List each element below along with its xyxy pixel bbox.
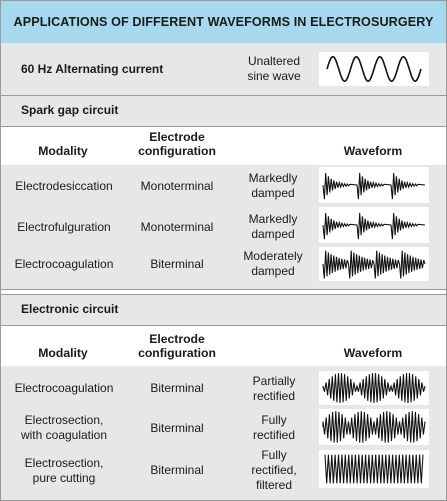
elec-electrode-header-1: Electrode — [149, 332, 205, 346]
elec-row3-desc-3: filtered — [255, 478, 293, 492]
spark-row2-desc-2: damped — [251, 227, 295, 241]
electronic-section — [1, 295, 446, 325]
spark-modality-header: Modality — [38, 144, 88, 158]
ac-desc-line1: Unaltered — [247, 54, 301, 68]
spark-gap-section — [1, 96, 446, 126]
moderately-damped-waveform-icon — [319, 247, 429, 281]
elec-row3-modality-2: pure cutting — [32, 471, 96, 485]
table-title: APPLICATIONS OF DIFFERENT WAVEFORMS IN E… — [1, 1, 446, 43]
electronic-headers — [1, 326, 446, 366]
ac-desc-line2: sine wave — [247, 69, 301, 83]
elec-row1-modality: Electrocoagulation — [14, 381, 114, 395]
elec-electrode-header-2: configuration — [138, 346, 216, 360]
elec-modality-header: Modality — [38, 346, 88, 360]
spark-electrode-header-2: configuration — [138, 144, 216, 158]
electronic-label: Electronic circuit — [21, 302, 119, 316]
spark-gap-headers — [1, 127, 446, 165]
partially-rectified-waveform-icon — [319, 371, 429, 405]
elec-row1-desc-1: Partially — [252, 374, 296, 388]
sine-waveform-icon — [319, 52, 429, 86]
spark-row3-modality: Electrocoagulation — [14, 257, 114, 271]
elec-row2-modality-2: with coagulation — [20, 428, 108, 442]
markedly-damped-waveform-icon — [319, 207, 429, 243]
spark-row1-desc-2: damped — [251, 186, 295, 200]
spark-row2-modality: Electrofulguration — [17, 220, 111, 234]
spark-electrode-header-1: Electrode — [149, 130, 205, 144]
filtered-waveform-icon — [319, 450, 429, 488]
spark-row2-electrode: Monoterminal — [140, 220, 214, 234]
spark-gap-label: Spark gap circuit — [21, 103, 119, 117]
elec-row2-desc-1: Fully — [261, 413, 287, 427]
elec-waveform-header: Waveform — [343, 346, 403, 360]
spark-row3-electrode: Biterminal — [150, 257, 204, 271]
spark-waveform-header: Waveform — [343, 144, 403, 158]
elec-row2-desc-2: rectified — [252, 428, 296, 442]
elec-row2-electrode: Biterminal — [150, 421, 204, 435]
elec-row1-desc-2: rectified — [252, 389, 296, 403]
ac-label: 60 Hz Alternating current — [21, 62, 164, 76]
markedly-damped-waveform-icon — [319, 167, 429, 203]
fully-rectified-waveform-icon — [319, 409, 429, 445]
spark-row3-desc-1: Moderately — [243, 249, 303, 263]
elec-row2-modality-1: Electrosection, — [24, 413, 104, 427]
elec-row1-electrode: Biterminal — [150, 381, 204, 395]
spark-row1-electrode: Monoterminal — [140, 179, 214, 193]
elec-row3-modality-1: Electrosection, — [24, 456, 104, 470]
spark-row1-modality: Electrodesiccation — [15, 179, 113, 193]
spark-row2-desc-1: Markedly — [248, 212, 298, 226]
spark-row1-desc-1: Markedly — [248, 171, 298, 185]
spark-row3-desc-2: damped — [251, 264, 295, 278]
elec-row3-electrode: Biterminal — [150, 463, 204, 477]
elec-row3-desc-2: rectified, — [251, 463, 297, 477]
elec-row3-desc-1: Fully — [261, 448, 287, 462]
